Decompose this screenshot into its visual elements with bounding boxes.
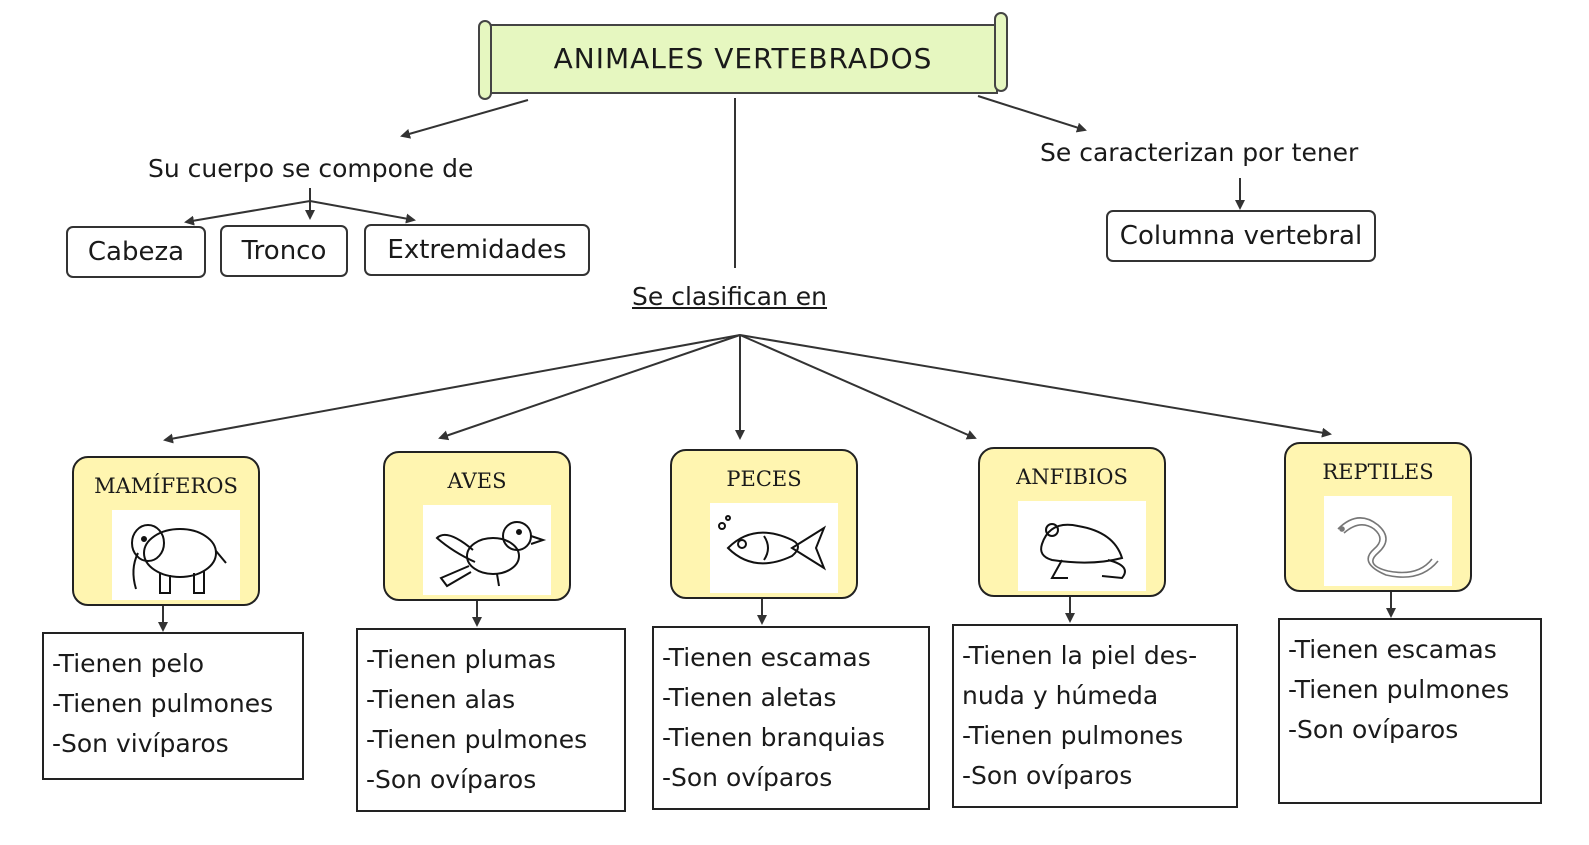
- trait-item: -Tienen pulmones: [962, 721, 1184, 750]
- category-aves-title: AVES: [447, 469, 507, 493]
- trait-item: -Son ovíparos: [662, 763, 833, 792]
- arrow-to-mamiferos: [163, 334, 741, 444]
- traits-mamiferos: -Tienen pelo -Tienen pulmones -Son vivíp…: [42, 632, 304, 780]
- trait-item: -Tienen escamas: [662, 643, 871, 672]
- traits-peces: -Tienen escamas -Tienen aletas -Tienen b…: [652, 626, 930, 810]
- trait-item: -Son ovíparos: [1288, 715, 1459, 744]
- trait-item: -Tienen pelo: [52, 649, 205, 678]
- elephant-icon: [112, 510, 240, 600]
- category-anfibios: ANFIBIOS: [978, 447, 1166, 597]
- traits-reptiles: -Tienen escamas -Tienen pulmones -Son ov…: [1278, 618, 1542, 804]
- category-reptiles: REPTILES: [1284, 442, 1472, 592]
- trait-item: -Tienen branquias: [662, 723, 885, 752]
- trait-item: -Son vivíparos: [52, 729, 229, 758]
- title-banner: ANIMALES VERTEBRADOS: [478, 12, 1008, 100]
- category-peces: PECES: [670, 449, 858, 599]
- frog-icon: [1018, 501, 1146, 591]
- category-anfibios-title: ANFIBIOS: [1016, 465, 1128, 489]
- scroll-roll-right: [994, 12, 1008, 92]
- part-extremidades-box: Extremidades: [364, 224, 590, 276]
- trait-item: -Tienen pulmones: [1288, 675, 1510, 704]
- category-mamiferos: MAMÍFEROS: [72, 456, 260, 606]
- classification-label: Se clasifican en: [632, 282, 828, 311]
- arrow-to-extremidades: [309, 200, 416, 224]
- trait-item: -Son ovíparos: [366, 765, 537, 794]
- part-tronco-box: Tronco: [220, 225, 348, 277]
- category-aves: AVES: [383, 451, 571, 601]
- part-cabeza-box: Cabeza: [66, 226, 206, 278]
- snake-icon: [1324, 496, 1452, 586]
- trait-item: nuda y húmeda: [962, 681, 1159, 710]
- scroll-roll-left: [478, 20, 492, 100]
- trait-item: -Tienen pulmones: [366, 725, 588, 754]
- characteristic-label: Se caracterizan por tener: [1040, 138, 1359, 167]
- category-peces-title: PECES: [726, 467, 802, 491]
- arrow-to-composition: [400, 99, 529, 139]
- category-mamiferos-title: MAMÍFEROS: [94, 474, 238, 498]
- category-reptiles-title: REPTILES: [1322, 460, 1434, 484]
- trait-item: -Tienen aletas: [662, 683, 837, 712]
- fish-icon: [710, 503, 838, 593]
- arrow-to-anfibios: [739, 334, 977, 440]
- trait-item: -Tienen pulmones: [52, 689, 274, 718]
- trait-item: -Tienen la piel des-: [962, 641, 1198, 670]
- trait-item: -Tienen alas: [366, 685, 516, 714]
- columna-vertebral-box: Columna vertebral: [1106, 210, 1376, 262]
- trait-item: -Son ovíparos: [962, 761, 1133, 790]
- arrow-to-reptiles: [739, 334, 1332, 438]
- trait-item: -Tienen plumas: [366, 645, 556, 674]
- arrow-to-cabeza: [184, 200, 311, 226]
- arrow-to-aves: [438, 334, 741, 441]
- arrow-to-characteristic: [977, 95, 1087, 133]
- trait-item: -Tienen escamas: [1288, 635, 1497, 664]
- traits-aves: -Tienen plumas -Tienen alas -Tienen pulm…: [356, 628, 626, 812]
- page-title: ANIMALES VERTEBRADOS: [553, 42, 933, 75]
- bird-icon: [423, 505, 551, 595]
- composition-label: Su cuerpo se compone de: [148, 154, 474, 183]
- traits-anfibios: -Tienen la piel des- nuda y húmeda -Tien…: [952, 624, 1238, 808]
